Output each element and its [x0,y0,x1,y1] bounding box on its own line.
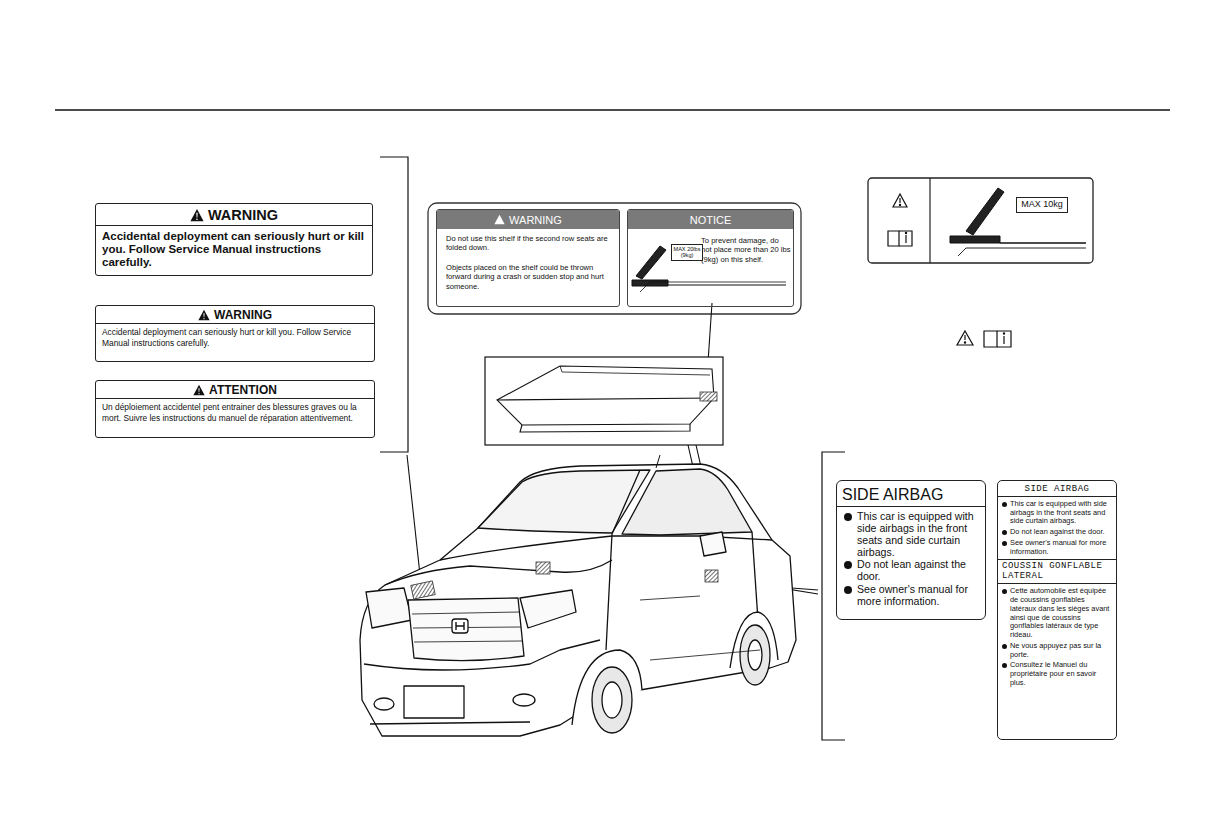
label-text: Objects placed on the shelf could be thr… [446,263,604,291]
label-body: Un déploiement accidentel pent entrainer… [96,399,374,427]
bullet-dot [1002,502,1007,507]
label-text: ATTENTION [209,383,277,397]
label-text: Do not use this shelf if the second row … [446,234,608,252]
label-box: SIDE AIRBAG This car is equipped with sid… [997,480,1117,740]
label-location [705,570,718,582]
label-box: SIDE AIRBAG This car is equipped with sid… [836,480,986,620]
warning-triangle [190,208,204,222]
label-body: MAX 20lbs (9kg) [672,247,702,259]
label-box: WARNING Accidental deployment can serious… [95,203,373,276]
label-text: Do not lean against the door. [1010,528,1105,537]
warning-triangle [494,214,505,225]
label-heading: WARNING [437,210,619,229]
label-text: WARNING [208,207,278,223]
shelf-label-frame [428,203,801,314]
label-text: MAX 20lbs (9kg) [673,246,700,258]
label-text: SIDE AIRBAG [842,486,943,503]
warning-triangle [893,194,907,207]
label-box: MAX 20lbs (9kg) [671,244,703,261]
label-box: NOTICE To prevent damage, do not place mo… [627,209,794,307]
label-body: MAX 10kg [1021,200,1063,209]
label-body: Accidental deployment can seriously hurt… [96,226,372,275]
label-box: ATTENTION Un déploiement accidentel pent … [95,380,375,438]
label-heading: WARNING [96,204,372,226]
bracket [380,157,408,452]
label-location [411,581,435,599]
warning-triangle [193,384,205,396]
bullet-item: Cette automobile est équipée de coussins… [1002,587,1112,639]
divider [929,178,930,263]
label-text: NOTICE [690,214,732,226]
label-text: Do not lean against the door. [857,559,980,583]
label-text: This car is equipped with side airbags i… [857,511,980,558]
label-text: COUSSIN GONFLABLE LATERAL [1002,561,1102,581]
label-box: MAX 10kg [1016,197,1068,213]
bullet-dot [844,513,852,521]
label-box: WARNING Accidental deployment can serious… [95,305,375,362]
label-text: See owner's manual for more information. [857,584,980,608]
label-text: SIDE AIRBAG [1025,484,1090,494]
bullet-item: This car is equipped with side airbags i… [1002,500,1112,526]
bullet-item: See owner's manual for more information. [844,584,980,608]
bullet-item: This car is equipped with side airbags i… [844,511,980,558]
label-body: COUSSIN GONFLABLE LATERAL [998,559,1116,584]
label-text: See owner's manual for more information. [1010,539,1112,556]
label-heading: NOTICE [628,210,793,229]
label-body: To prevent damage, do not place more tha… [701,236,791,264]
label-text: To prevent damage, do not place more tha… [701,236,791,264]
label-text: Consultez le Manuel du propriétaire pour… [1010,661,1112,687]
book-icon [888,231,912,246]
bullet-item: Do not lean against the door. [1002,528,1112,537]
label-body: Do not use this shelf if the second row … [437,229,619,258]
warning-triangle [198,309,210,321]
warning-triangle [957,331,973,345]
label-body: SIDE AIRBAG [998,483,1116,497]
label-text: Accidental deployment can seriously hurt… [102,327,351,348]
label-heading: ATTENTION [96,381,374,399]
label-body: SIDE AIRBAG [837,484,985,507]
label-box: WARNING Do not use this shelf if the seco… [436,209,620,307]
label-heading: WARNING [96,306,374,324]
bullet-dot [1002,589,1007,594]
label-text: WARNING [509,214,562,226]
bullet-dot [1002,644,1007,649]
bullet-dot [844,586,852,594]
bullet-item: See owner's manual for more information. [1002,539,1112,556]
seat-icon [950,188,1086,256]
bullet-item: Consultez le Manuel du propriétaire pour… [1002,661,1112,687]
bullet-item: Ne vous appuyez pas sur la porte. [1002,642,1112,659]
bullet-dot [1002,530,1007,535]
shelf-view-frame [485,357,723,445]
top-rule [55,109,1170,110]
label-body: Accidental deployment can seriously hurt… [96,324,374,352]
label-text: WARNING [214,308,272,322]
label-text: Cette automobile est équipée de coussins… [1010,587,1112,639]
bullet-dot [844,561,852,569]
label-body: Objects placed on the shelf could be thr… [437,263,619,296]
symbol-label-frame [868,178,1093,263]
cargo-shelf [497,366,714,432]
label-text: Accidental deployment can seriously hurt… [102,230,364,268]
label-text: Un déploiement accidentel pent entrainer… [102,402,357,423]
leader-line [407,455,421,584]
label-location [536,562,550,574]
label-text: Ne vous appuyez pas sur la porte. [1010,642,1112,659]
bullet-dot [1002,663,1007,668]
book-icon [984,331,1011,347]
car-illustration [360,455,796,736]
label-location [700,392,717,401]
bullet-dot [1002,541,1007,546]
label-text: This car is equipped with side airbags i… [1010,500,1112,526]
label-text: MAX 10kg [1021,199,1063,209]
bullet-item: Do not lean against the door. [844,559,980,583]
